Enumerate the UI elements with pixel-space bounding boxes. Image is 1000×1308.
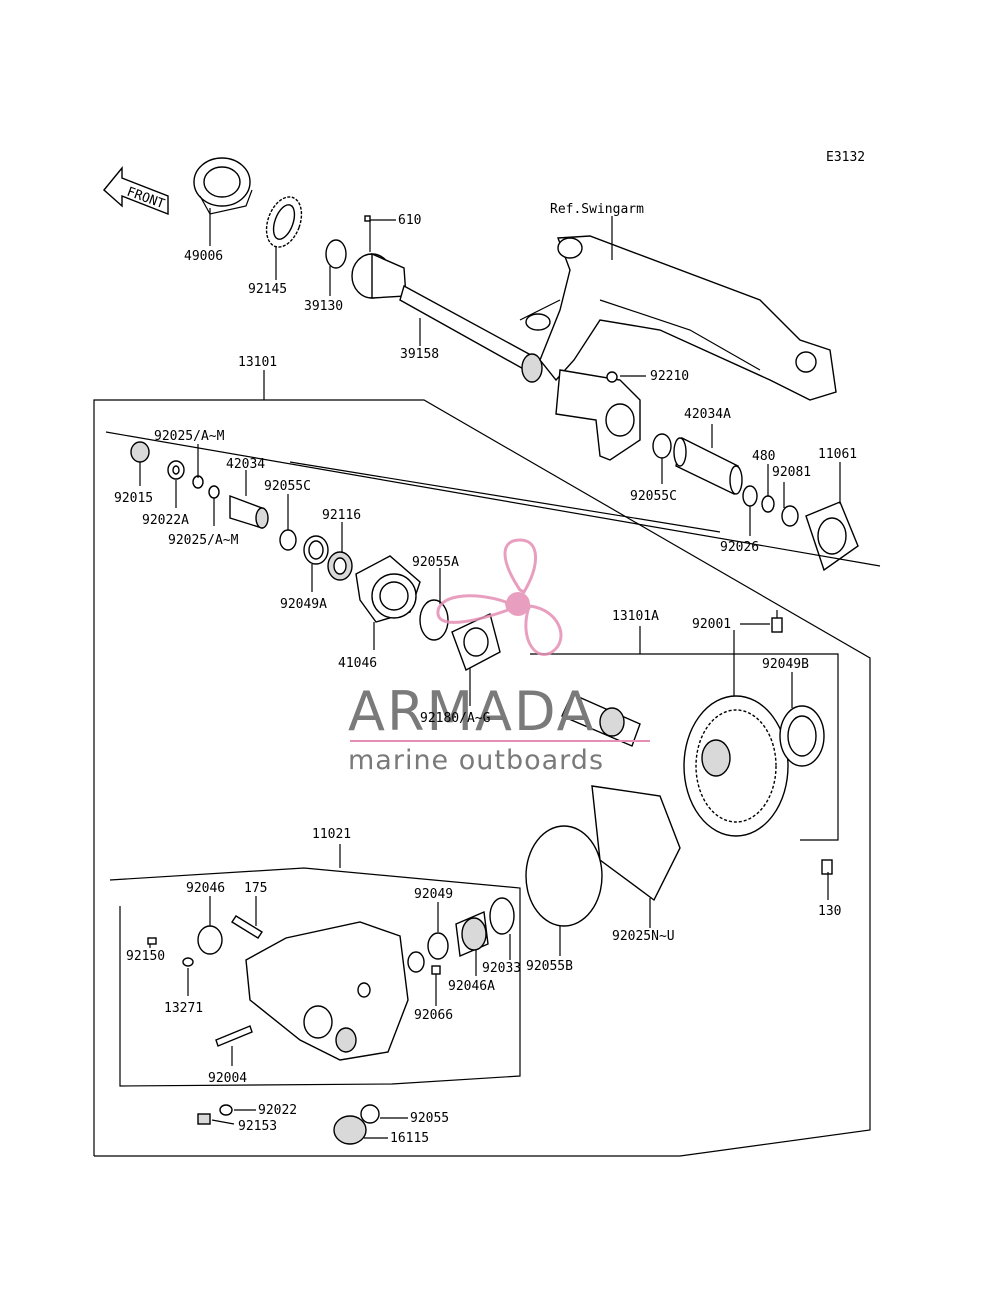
ring-gear-drawing: [683, 695, 789, 837]
pinion-gear-drawing: [561, 693, 641, 747]
part-label-92055A: 92055A: [412, 555, 459, 570]
part-92145-drawing: [265, 196, 303, 248]
part-92055A-oring-drawing: [419, 599, 449, 641]
part-label-92055: 92055: [410, 1111, 449, 1126]
part-label-39158: 39158: [400, 347, 439, 362]
part-label-92015: 92015: [114, 491, 153, 506]
part-92004-stud-drawing: [215, 1025, 253, 1047]
part-label-11061: 11061: [818, 447, 857, 462]
part-label-92026: 92026: [720, 540, 759, 555]
part-label-42034A: 42034A: [684, 407, 731, 422]
part-label-92066: 92066: [414, 1008, 453, 1023]
part-label-42034: 42034: [226, 457, 265, 472]
part-92116-drawing: [327, 551, 353, 581]
part-92153-bolt-drawing: [197, 1113, 211, 1125]
diagram-code: E3132: [826, 150, 865, 165]
part-label-92049: 92049: [414, 887, 453, 902]
watermark-subtitle: marine outboards: [348, 745, 604, 776]
part-92046-drawing: [197, 925, 223, 955]
part-92001-bolt-drawing: [771, 610, 783, 633]
part-92026-drawing: [742, 485, 758, 507]
part-16115-cap-drawing: [333, 1115, 367, 1145]
part-label-92046A: 92046A: [448, 979, 495, 994]
part-label-16115: 16115: [390, 1131, 429, 1146]
part-label-92025-am-bot: 92025/A~M: [168, 533, 239, 548]
part-label-92153: 92153: [238, 1119, 277, 1134]
part-13271-drawing: [182, 957, 194, 967]
armada-watermark: ARMADA marine outboards: [348, 538, 650, 776]
part-label-39130: 39130: [304, 299, 343, 314]
part-label-49006: 49006: [184, 249, 223, 264]
part-label-13101: 13101: [238, 355, 277, 370]
part-92055C-oring-drawing: [652, 433, 672, 459]
part-42034A-drawing: [673, 436, 743, 496]
part-610-drawing: [364, 215, 371, 222]
swingarm-drawing: [519, 235, 837, 461]
part-92025-clip-bot-drawing: [208, 485, 220, 499]
part-label-92210: 92210: [650, 369, 689, 384]
part-41046-drawing: [355, 555, 421, 623]
part-92081-drawing: [761, 495, 775, 513]
part-label-92022: 92022: [258, 1103, 297, 1118]
part-92055-oring-drawing: [360, 1104, 380, 1124]
part-label-92145: 92145: [248, 282, 287, 297]
part-49006-drawing: [193, 157, 253, 215]
part-92033-clip-drawing: [489, 897, 515, 935]
part-42034-drawing: [229, 494, 269, 529]
part-label-92081: 92081: [772, 465, 811, 480]
part-label-92055B: 92055B: [526, 959, 573, 974]
group-outline-lines: [93, 370, 881, 1157]
part-label-92049A: 92049A: [280, 597, 327, 612]
part-label-92001: 92001: [692, 617, 731, 632]
part-92022-washer-drawing: [219, 1104, 233, 1116]
part-92022A-drawing: [167, 460, 185, 480]
part-label-92025-am-top: 92025/A~M: [154, 429, 225, 444]
part-label-92180-ag: 92180/A~G: [420, 711, 491, 726]
part-label-92116: 92116: [322, 508, 361, 523]
part-label-92150: 92150: [126, 949, 165, 964]
part-92049-seal-drawing: [427, 932, 449, 960]
leader-lines: [139, 208, 841, 1139]
part-label-92046: 92046: [186, 881, 225, 896]
part-label-92025N-U: 92025N~U: [612, 929, 675, 944]
part-label-92004: 92004: [208, 1071, 247, 1086]
ref-swingarm-label: Ref.Swingarm: [550, 202, 644, 217]
part-label-130: 130: [818, 904, 841, 919]
part-92015-drawing: [130, 441, 150, 463]
part-92055C-small-drawing: [279, 529, 297, 551]
part-480-drawing: [781, 505, 799, 527]
part-label-610: 610: [398, 213, 421, 228]
part-label-13271: 13271: [164, 1001, 203, 1016]
part-130-bolt-drawing: [821, 859, 833, 875]
part-label-13101A: 13101A: [612, 609, 659, 624]
front-arrow-icon: FRONT: [103, 166, 169, 216]
part-label-92055C-left: 92055C: [264, 479, 311, 494]
part-label-92033: 92033: [482, 961, 521, 976]
case-housing-drawing: [245, 921, 409, 1061]
part-label-41046: 41046: [338, 656, 377, 671]
part-label-11021: 11021: [312, 827, 351, 842]
part-label-92049B: 92049B: [762, 657, 809, 672]
part-label-175: 175: [244, 881, 267, 896]
part-11061-gasket-drawing: [805, 501, 859, 572]
part-175-stud-drawing: [231, 915, 263, 939]
part-label-480: 480: [752, 449, 775, 464]
part-92049B-seal-drawing: [779, 705, 825, 767]
watermark-title: ARMADA: [348, 680, 596, 743]
part-39130-drawing: [325, 239, 347, 269]
part-92055B-oring-drawing: [525, 825, 603, 927]
part-92049A-drawing: [303, 535, 329, 565]
propeller-logo-icon: [436, 538, 563, 656]
part-92025NU-shim-drawing: [591, 785, 681, 902]
part-92046A-bearing-drawing: [455, 910, 489, 958]
part-92180-shim-drawing: [451, 613, 501, 671]
part-label-92055C-right: 92055C: [630, 489, 677, 504]
part-39158-shaft-drawing: [351, 252, 543, 383]
part-label-92022A: 92022A: [142, 513, 189, 528]
part-92150-drawing: [147, 937, 157, 945]
